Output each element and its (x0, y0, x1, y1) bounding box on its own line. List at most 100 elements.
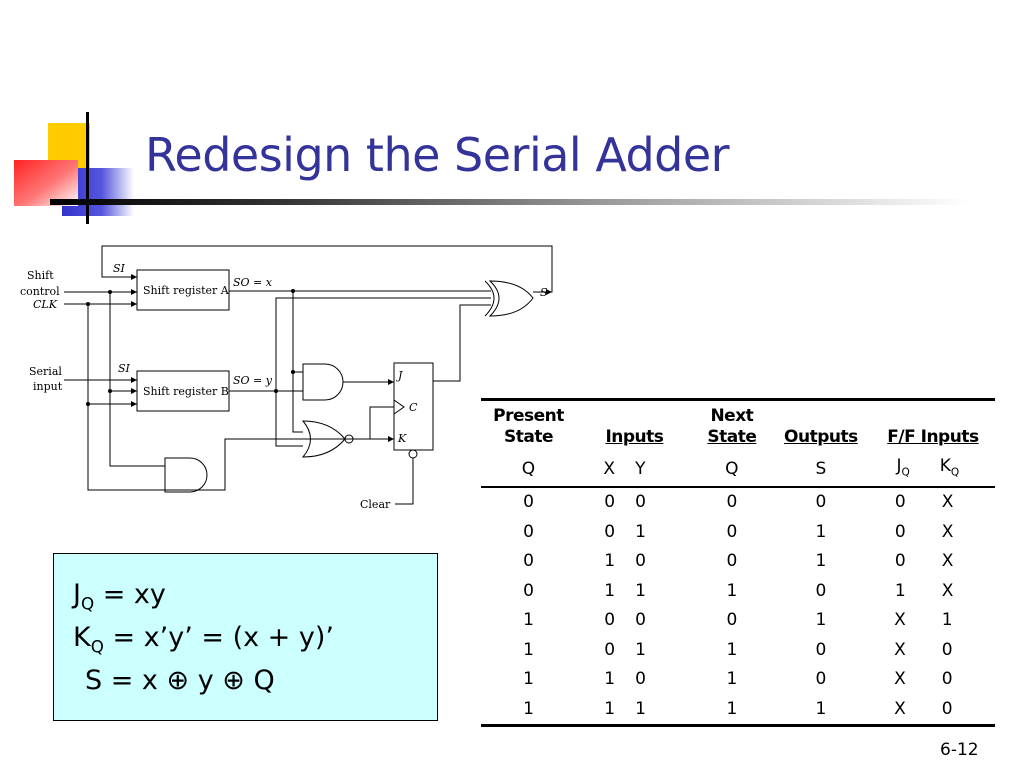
label-ff-j: J (396, 369, 403, 382)
table-cell: X (870, 694, 920, 728)
equation-kq: KQ = x’y’ = (x + y)’ (73, 622, 334, 657)
table-cell: X (894, 639, 906, 660)
table-cell: 0 (604, 492, 616, 513)
table-cell: 1 (523, 639, 534, 660)
label-ff-c: C (409, 401, 418, 414)
table-cell: 0 (635, 669, 646, 690)
equation-box: JQ = xy KQ = x’y’ = (x + y)’ S = x ⊕ y ⊕… (53, 553, 438, 721)
table-cell: 0 (523, 580, 534, 601)
label-clear: Clear (360, 498, 391, 511)
sym-s: S (770, 452, 871, 489)
sym-y: Y (619, 452, 693, 489)
header-outputs: Outputs (784, 427, 858, 447)
label-si-top: SI (113, 262, 126, 275)
table-cell: 1 (692, 694, 771, 728)
serial-adder-circuit: SI Shift control CLK Shift register A SO… (20, 245, 553, 511)
table-cell: 1 (894, 580, 906, 601)
label-serial: Serial (29, 365, 62, 378)
deco-vertical-line (86, 112, 89, 224)
table-cell: 1 (604, 580, 616, 601)
table-cell: 1 (726, 639, 738, 660)
table-cell: 1 (635, 521, 646, 542)
table-cell: 0 (894, 521, 906, 542)
table-cell: 1 (941, 610, 953, 631)
table-cell: X (941, 521, 954, 542)
table-cell: 1 (635, 639, 646, 660)
table-cell: 1 (726, 669, 738, 690)
table-cell: 0 (815, 580, 827, 601)
label-ff-k: K (397, 432, 407, 445)
table-cell: 1 (481, 694, 576, 728)
table-cell: 0 (635, 492, 646, 513)
table-cell: 1 (523, 610, 534, 631)
table-cell: 0 (894, 551, 906, 572)
sym-x: X (576, 452, 620, 489)
table-cell: 1 (815, 610, 827, 631)
table-cell: 0 (726, 492, 738, 513)
table-cell: 1 (619, 694, 693, 728)
table-cell: X (941, 492, 954, 513)
label-shift-reg-a: Shift register A (143, 284, 230, 297)
table-cell: 0 (604, 521, 616, 542)
sym-q: Q (481, 452, 576, 489)
table-cell: X (894, 669, 906, 690)
sym-next-q: Q (692, 452, 771, 489)
table-cell: 0 (894, 492, 906, 513)
equation-jq: JQ = xy (73, 579, 166, 614)
sym-jq: JQ (870, 452, 920, 489)
table-cell: 1 (604, 551, 616, 572)
page-number: 6-12 (940, 740, 979, 760)
table-cell: 0 (523, 492, 534, 513)
table-cell: 0 (815, 492, 827, 513)
table-cell: X (894, 610, 906, 631)
label-shift-reg-b: Shift register B (143, 385, 229, 398)
table-cell: 1 (523, 669, 534, 690)
equation-s: S = x ⊕ y ⊕ Q (85, 665, 275, 696)
table-cell: 0 (726, 610, 738, 631)
table-cell: X (941, 551, 954, 572)
table-cell: 0 (523, 521, 534, 542)
table-cell: X (941, 580, 954, 601)
label-so-y: SO = y (233, 374, 273, 387)
table-cell: 1 (726, 580, 738, 601)
table-cell: 1 (815, 551, 827, 572)
header-ff-inputs: F/F Inputs (887, 427, 979, 447)
table-cell: 1 (635, 580, 646, 601)
table-cell: 1 (576, 694, 620, 728)
table-cell: 0 (815, 669, 827, 690)
table-cell: 0 (523, 551, 534, 572)
table-cell: 0 (726, 521, 738, 542)
title-rule (50, 199, 970, 205)
deco-red-square (14, 160, 78, 206)
table-cell: 0 (941, 639, 953, 660)
table-cell: 1 (604, 669, 616, 690)
header-inputs: Inputs (605, 427, 664, 447)
label-s-output: S (540, 286, 548, 299)
table-cell: 0 (635, 551, 646, 572)
table-cell: 0 (815, 639, 827, 660)
table-cell: 0 (604, 639, 616, 660)
table-cell: 0 (941, 669, 953, 690)
label-clk: CLK (33, 298, 58, 311)
label-so-x: SO = x (233, 276, 273, 289)
sym-kq: KQ (919, 452, 995, 489)
table-cell: 0 (919, 694, 995, 728)
slide-title: Redesign the Serial Adder (145, 128, 730, 182)
table-cell: 1 (815, 521, 827, 542)
table-cell: 0 (726, 551, 738, 572)
table-cell: 0 (604, 610, 616, 631)
label-si-bottom: SI (118, 362, 131, 375)
label-shift: Shift (27, 269, 54, 282)
label-control: control (20, 285, 60, 298)
